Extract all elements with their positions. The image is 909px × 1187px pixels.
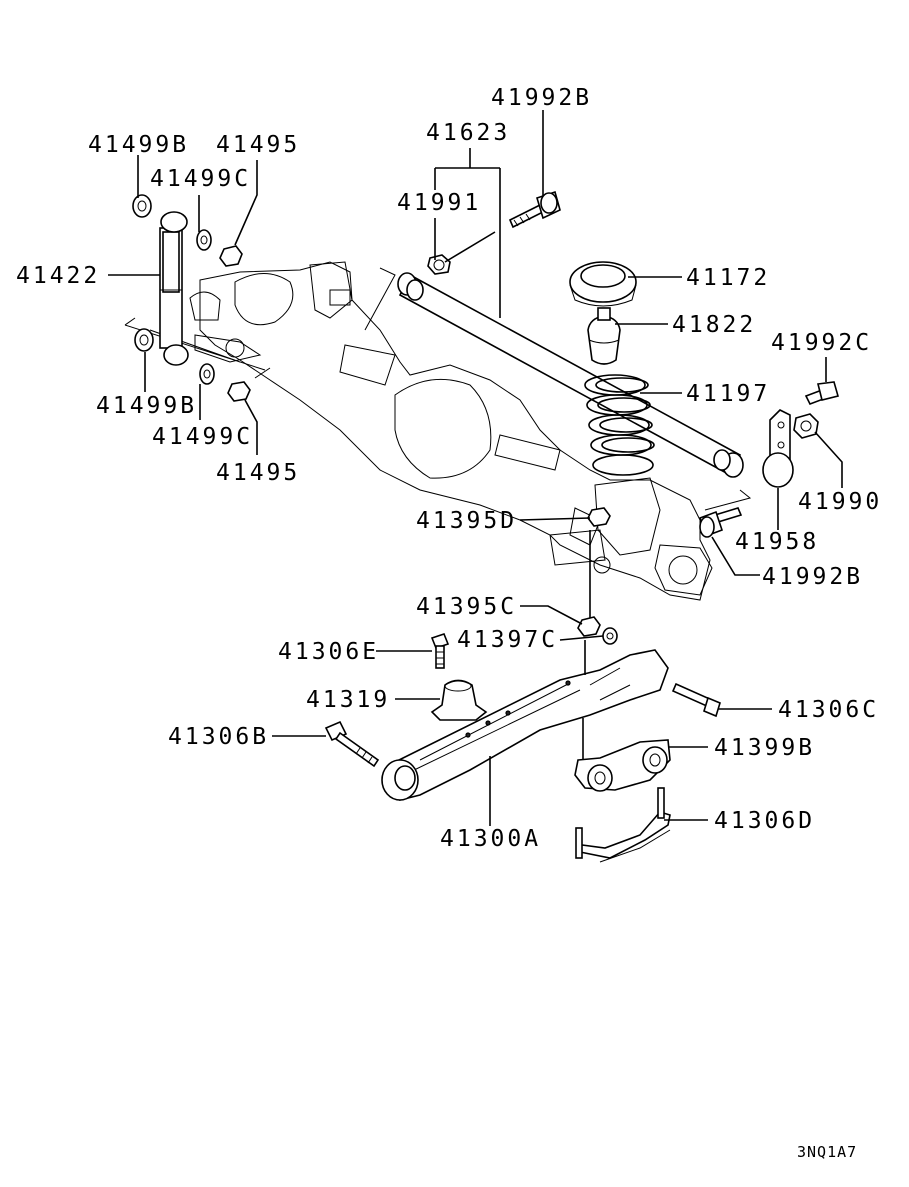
label-41319[interactable]: 41319 [306,687,390,713]
label-41397C[interactable]: 41397C [457,627,558,653]
label-41306E[interactable]: 41306E [278,639,379,665]
bolt-41306E [430,633,450,669]
bracket-41958 [762,409,794,488]
bolt-41306B [324,720,380,768]
label-41992B-bot[interactable]: 41992B [762,564,863,590]
label-41499C-bot[interactable]: 41499C [152,424,253,450]
bolt-41992B-bottom [698,507,743,538]
part-labels: 41992B 41623 41499B 41495 41499C 41991 4… [16,85,882,852]
shock-nut-41495-bot [227,381,251,402]
label-41991[interactable]: 41991 [397,190,481,216]
shock-absorber [159,211,189,366]
shock-nut-41495-top [219,245,243,267]
label-41822[interactable]: 41822 [672,312,756,338]
washer-41397C [602,627,618,645]
label-41197[interactable]: 41197 [686,381,770,407]
label-41395D[interactable]: 41395D [416,508,517,534]
label-41422[interactable]: 41422 [16,263,100,289]
label-41499C-top[interactable]: 41499C [150,166,251,192]
axle-housing [124,261,752,601]
bolt-41992C [804,381,839,406]
label-41499B-top[interactable]: 41499B [88,132,189,158]
trailing-arm [381,649,669,801]
label-41399B[interactable]: 41399B [714,735,815,761]
nut-41991 [427,254,451,275]
bracket-41306D [575,787,671,863]
label-41300A[interactable]: 41300A [440,826,541,852]
label-41958[interactable]: 41958 [735,529,819,555]
shock-bushing-41499B-top [132,194,152,218]
label-41992C[interactable]: 41992C [771,330,872,356]
cover-41319 [430,679,488,721]
label-41990[interactable]: 41990 [798,489,882,515]
lateral-rod [397,272,744,478]
bolt-41306C [671,682,721,718]
label-41623[interactable]: 41623 [426,120,510,146]
nut-41990 [793,413,819,439]
label-41495-top[interactable]: 41495 [216,132,300,158]
shock-washer-41499C-top [196,229,212,251]
bracket-41399B [574,739,671,792]
nut-41395C [577,616,601,637]
drawing-code: 3NQ1A7 [797,1143,857,1161]
shock-bushing-41499B-bot [134,328,154,352]
bump-stopper [587,307,621,365]
coil-spring [584,374,655,476]
label-41992B-top[interactable]: 41992B [491,85,592,111]
label-41395C[interactable]: 41395C [416,594,517,620]
label-41495-bot[interactable]: 41495 [216,460,300,486]
label-41306C[interactable]: 41306C [778,697,879,723]
shock-washer-41499C-bot [199,363,215,385]
label-41499B-bot[interactable]: 41499B [96,393,197,419]
label-41306B[interactable]: 41306B [168,724,269,750]
bolt-41992B-top [508,190,561,229]
nut-41395D [587,507,611,527]
label-41172[interactable]: 41172 [686,265,770,291]
leader-lines [108,110,843,826]
spring-seat [569,261,637,307]
label-41306D[interactable]: 41306D [714,808,815,834]
